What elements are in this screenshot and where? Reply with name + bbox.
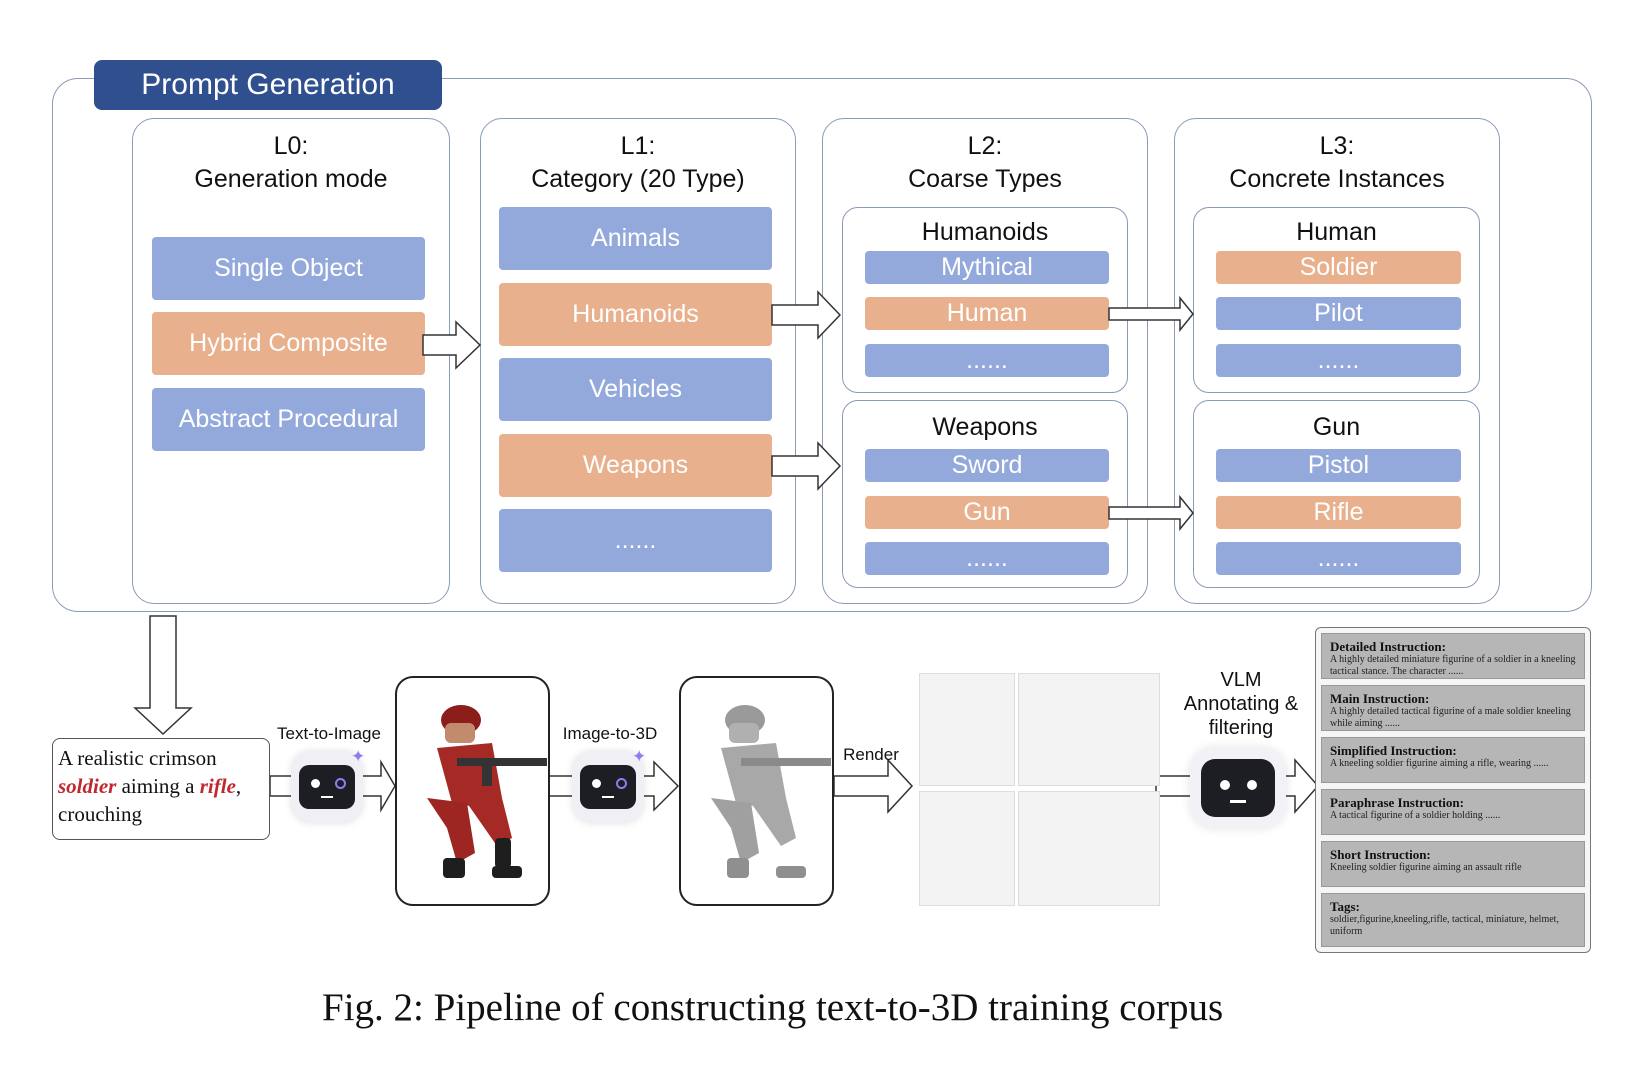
l1-item-animals: Animals bbox=[499, 207, 772, 270]
l1-item-vehicles: Vehicles bbox=[499, 358, 772, 421]
l2-group-weapons-title: Weapons bbox=[932, 413, 1038, 441]
vlm-label-line-1: VLM bbox=[1220, 669, 1262, 691]
vlm-label-line-3: filtering bbox=[1208, 717, 1274, 739]
vlm-label-line-2: Annotating & bbox=[1183, 693, 1299, 715]
l2-group-weapons bbox=[842, 400, 1128, 588]
instruction-simplified: Simplified Instruction: A kneeling soldi… bbox=[1321, 737, 1585, 783]
render-view-2 bbox=[1018, 673, 1160, 786]
l0-title: L0: bbox=[273, 132, 309, 160]
instruction-paraphrase: Paraphrase Instruction: A tactical figur… bbox=[1321, 789, 1585, 835]
instruction-main-body: A highly detailed tactical figurine of a… bbox=[1330, 706, 1571, 729]
arrow-down-to-prompt bbox=[133, 615, 193, 736]
generated-soldier-image bbox=[395, 676, 550, 906]
l0-item-single-object: Single Object bbox=[152, 237, 425, 300]
l3-column bbox=[1174, 118, 1500, 604]
figure-caption: Fig. 2: Pipeline of constructing text-to… bbox=[322, 986, 1224, 1029]
instruction-paraphrase-body: A tactical figurine of a soldier holding… bbox=[1330, 810, 1501, 821]
l3-group-human bbox=[1193, 207, 1480, 393]
l2-item-more-a: ...... bbox=[865, 344, 1109, 377]
l3-subtitle: Concrete Instances bbox=[1229, 165, 1445, 193]
prompt-highlight-rifle: rifle bbox=[199, 774, 236, 798]
arrow-gun-to-l3 bbox=[1108, 494, 1194, 532]
instruction-paraphrase-title: Paraphrase Instruction: bbox=[1330, 795, 1464, 810]
instruction-main-title: Main Instruction: bbox=[1330, 691, 1430, 706]
instruction-short: Short Instruction: Kneeling soldier figu… bbox=[1321, 841, 1585, 887]
render-view-1 bbox=[919, 673, 1015, 786]
l2-subtitle: Coarse Types bbox=[908, 165, 1062, 193]
l3-title: L3: bbox=[1319, 132, 1355, 160]
render-view-3 bbox=[919, 791, 1015, 906]
l3-header: L3: Concrete Instances bbox=[1174, 130, 1500, 196]
l3-item-pilot: Pilot bbox=[1216, 297, 1461, 330]
l1-column bbox=[480, 118, 796, 604]
l2-item-mythical: Mythical bbox=[865, 251, 1109, 284]
instruction-simplified-title: Simplified Instruction: bbox=[1330, 743, 1457, 758]
instruction-tags-title: Tags: bbox=[1330, 899, 1360, 914]
l3-item-more-a: ...... bbox=[1216, 344, 1461, 377]
l2-item-more-b: ...... bbox=[865, 542, 1109, 575]
l3-item-soldier: Soldier bbox=[1216, 251, 1461, 284]
instruction-short-body: Kneeling soldier figurine aiming an assa… bbox=[1330, 862, 1522, 873]
l3-group-gun bbox=[1193, 400, 1480, 588]
image-to-3d-label: Image-to-3D bbox=[562, 724, 658, 743]
l2-title: L2: bbox=[967, 132, 1003, 160]
text-to-image-label: Text-to-Image bbox=[277, 724, 381, 743]
instruction-detailed-body: A highly detailed miniature figurine of … bbox=[1330, 654, 1576, 677]
instruction-tags-body: soldier,figurine,kneeling,rifle, tactica… bbox=[1330, 914, 1559, 937]
vlm-robot-icon bbox=[1190, 748, 1286, 828]
instruction-tags: Tags: soldier,figurine,kneeling,rifle, t… bbox=[1321, 893, 1585, 947]
render-view-4 bbox=[1018, 791, 1160, 906]
prompt-text-part-2: aiming a bbox=[116, 774, 200, 798]
l3-item-rifle: Rifle bbox=[1216, 496, 1461, 529]
l3-group-human-title: Human bbox=[1296, 218, 1377, 246]
3d-model-image bbox=[679, 676, 834, 906]
arrow-l0-to-l1 bbox=[422, 320, 482, 370]
l3-item-more-b: ...... bbox=[1216, 542, 1461, 575]
l3-group-gun-title: Gun bbox=[1312, 413, 1361, 441]
l1-item-humanoids: Humanoids bbox=[499, 283, 772, 346]
l2-item-gun: Gun bbox=[865, 496, 1109, 529]
arrow-weapons-to-l2 bbox=[771, 441, 842, 491]
l0-item-abstract-procedural: Abstract Procedural bbox=[152, 388, 425, 451]
vlm-label: VLM Annotating & filtering bbox=[1168, 668, 1314, 740]
red-soldier-figure bbox=[427, 705, 547, 878]
prompt-text-part-4: crouching bbox=[58, 802, 142, 826]
l1-subtitle: Category (20 Type) bbox=[531, 165, 745, 193]
prompt-text-box: A realistic crimson soldier aiming a rif… bbox=[52, 738, 270, 840]
l2-group-humanoids bbox=[842, 207, 1128, 393]
image-to-3d-robot-icon: ✦ bbox=[572, 747, 646, 823]
l0-header: L0: Generation mode bbox=[132, 130, 450, 196]
prompt-text-part-3: , bbox=[235, 774, 242, 798]
text-to-image-robot-icon: ✦ bbox=[291, 747, 365, 823]
prompt-generation-frame bbox=[52, 78, 1592, 612]
l2-item-sword: Sword bbox=[865, 449, 1109, 482]
instruction-short-title: Short Instruction: bbox=[1330, 847, 1431, 862]
arrow-render bbox=[833, 758, 914, 814]
l1-header: L1: Category (20 Type) bbox=[480, 130, 796, 196]
l1-item-more: ...... bbox=[499, 509, 772, 572]
instruction-main: Main Instruction: A highly detailed tact… bbox=[1321, 685, 1585, 731]
prompt-highlight-soldier: soldier bbox=[58, 774, 117, 798]
l1-item-weapons: Weapons bbox=[499, 434, 772, 497]
l2-item-human: Human bbox=[865, 297, 1109, 330]
l0-column bbox=[132, 118, 450, 604]
arrow-humanoids-to-l2 bbox=[771, 290, 842, 340]
l2-column bbox=[822, 118, 1148, 604]
l2-group-humanoids-title: Humanoids bbox=[921, 218, 1049, 246]
l0-subtitle: Generation mode bbox=[194, 165, 388, 193]
l1-title: L1: bbox=[620, 132, 656, 160]
instruction-simplified-body: A kneeling soldier figurine aiming a rif… bbox=[1330, 758, 1549, 769]
l3-item-pistol: Pistol bbox=[1216, 449, 1461, 482]
render-label: Render bbox=[843, 745, 899, 764]
instruction-detailed-title: Detailed Instruction: bbox=[1330, 639, 1446, 654]
arrow-human-to-l3 bbox=[1108, 295, 1194, 333]
gray-soldier-figure bbox=[711, 705, 831, 878]
prompt-text-part-1: A realistic crimson bbox=[58, 746, 217, 770]
instruction-detailed: Detailed Instruction: A highly detailed … bbox=[1321, 633, 1585, 679]
prompt-generation-title: Prompt Generation bbox=[94, 60, 442, 110]
l2-header: L2: Coarse Types bbox=[822, 130, 1148, 196]
l0-item-hybrid-composite: Hybrid Composite bbox=[152, 312, 425, 375]
